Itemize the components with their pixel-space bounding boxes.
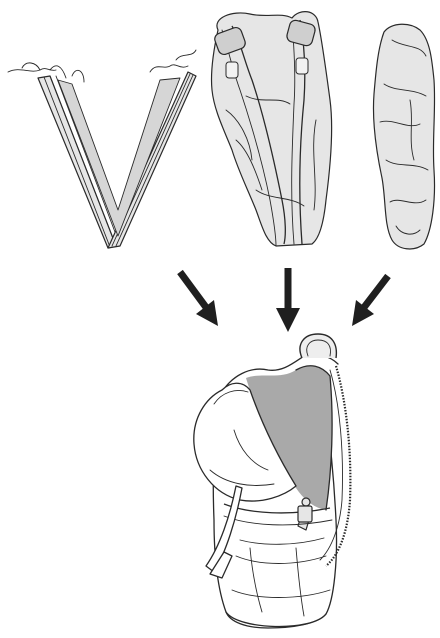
stuffed-jacket [373,24,434,249]
arrow-left [180,272,218,326]
folded-sleeping-bag [8,50,196,248]
backpack [194,334,351,628]
arrow-right [352,276,388,326]
rolled-garment-bundle [211,12,331,246]
arrow-center [276,268,300,332]
